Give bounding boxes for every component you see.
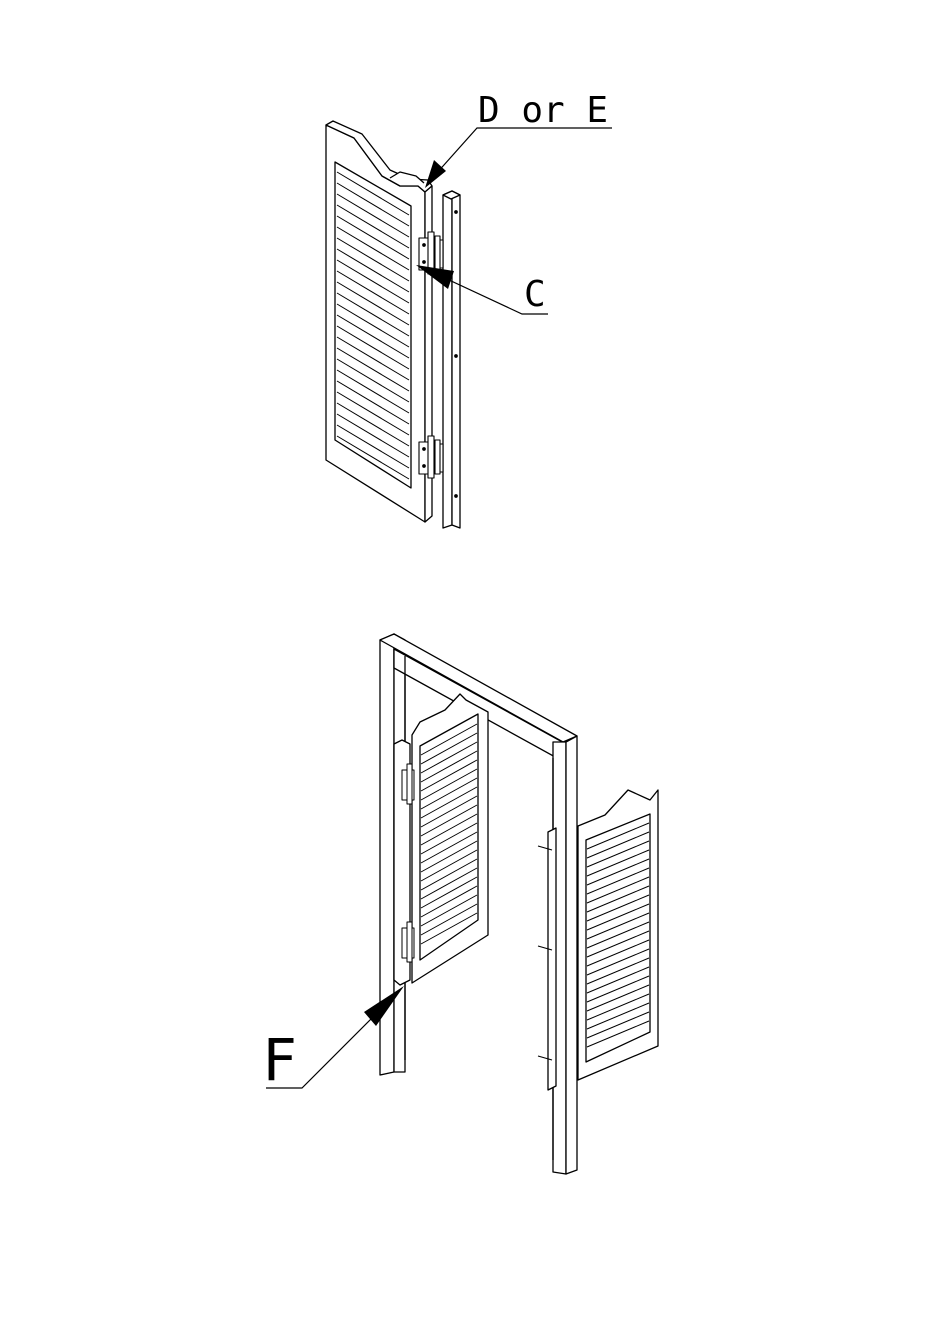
left-door-upper-hinge (402, 764, 414, 804)
callout-d-or-e: D or E (425, 90, 612, 188)
frame-right-jamb-side (566, 736, 577, 1174)
callout-c: C (416, 265, 548, 315)
right-door-post (548, 828, 556, 1090)
top-figure-shutter-and-post (326, 121, 460, 528)
post-side (452, 191, 460, 528)
label-d-or-e: D or E (478, 90, 608, 131)
label-c: C (524, 274, 546, 315)
left-door-lower-hinge (402, 922, 414, 962)
lower-hinge (419, 436, 443, 478)
post-front (443, 191, 452, 528)
bottom-figure-installed-doors (380, 634, 658, 1174)
label-f: F (262, 1026, 297, 1094)
